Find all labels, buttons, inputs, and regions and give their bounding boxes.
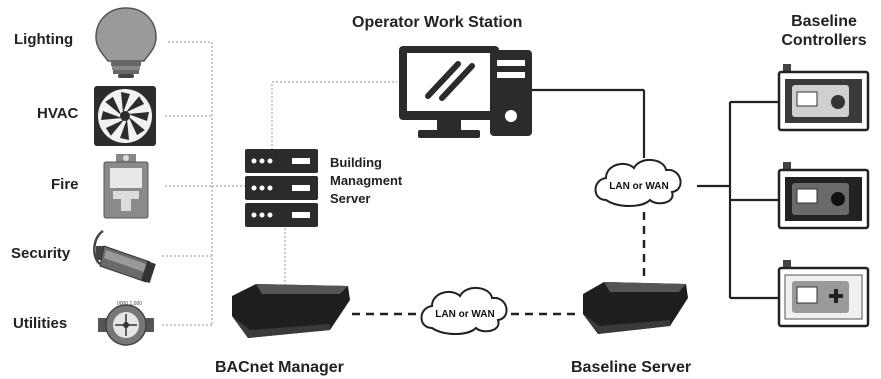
bms-label-line-1: Building <box>330 155 382 170</box>
baseline-controller-3 <box>777 260 870 328</box>
workstation-icon <box>399 46 532 138</box>
baseline-server-label: Baseline Server <box>571 359 692 376</box>
baseline-controller-1 <box>777 64 870 132</box>
server-rack-icon <box>245 149 318 227</box>
bms-label-line-3: Server <box>330 191 371 206</box>
meter-icon: 0000 1.000 <box>98 301 154 346</box>
bms-server-label: Building Managment Server <box>330 154 402 208</box>
controllers-label-line-1: Baseline <box>791 13 857 30</box>
bacnet-manager-label: BACnet Manager <box>215 359 344 376</box>
lightbulb-icon <box>95 7 157 78</box>
lan-wan-cloud-left: LAN or WAN <box>420 287 508 335</box>
bms-label-line-2: Managment <box>330 173 403 188</box>
baseline-controller-2 <box>777 162 870 230</box>
lan-wan-cloud-right: LAN or WAN <box>594 159 682 207</box>
cloud-left-label: LAN or WAN <box>435 309 494 320</box>
hvac-label: HVAC <box>37 105 79 122</box>
connector-lines <box>162 41 778 326</box>
cloud-right-label: LAN or WAN <box>609 181 668 192</box>
security-camera-icon <box>93 229 156 284</box>
operator-station-label: Operator Work Station <box>352 14 523 31</box>
svg-text:0000 1.000: 0000 1.000 <box>117 301 142 307</box>
fan-icon <box>94 86 156 146</box>
baseline-controllers-label: Baseline Controllers <box>768 12 880 50</box>
fire-label: Fire <box>51 176 79 193</box>
bacnet-manager-icon <box>232 284 350 338</box>
baseline-server-icon <box>583 282 688 334</box>
controllers-label-line-2: Controllers <box>781 32 867 49</box>
utilities-label: Utilities <box>13 315 68 332</box>
fire-alarm-icon <box>103 154 149 219</box>
lighting-label: Lighting <box>14 31 74 48</box>
security-label: Security <box>11 245 71 262</box>
